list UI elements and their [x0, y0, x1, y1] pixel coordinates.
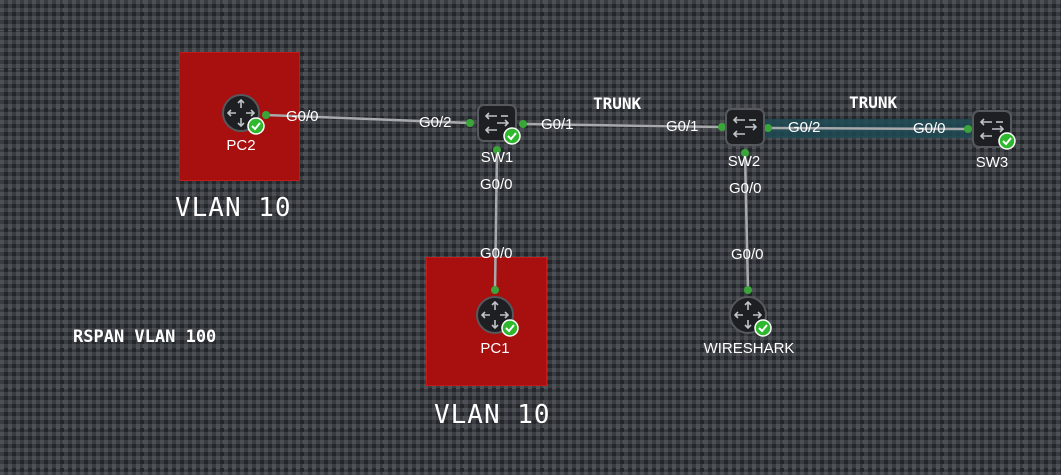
- link-sw1-pc1: [493, 149, 499, 291]
- trunk-label-sw1-sw2: TRUNK: [593, 94, 642, 113]
- vlan-label-pc1: VLAN 10: [434, 400, 551, 430]
- check-badge-icon: [503, 127, 521, 145]
- port-label-sw3-g00: G0/0: [913, 120, 946, 137]
- rspan-note: RSPAN VLAN 100: [73, 327, 217, 347]
- port-label-wireshark-g00: G0/0: [731, 246, 764, 263]
- port-dot-pc1: [491, 286, 499, 294]
- check-badge-icon: [754, 319, 772, 337]
- check-badge-icon: [501, 319, 519, 337]
- port-dot-pc2: [262, 111, 270, 119]
- router-icon: [476, 296, 519, 337]
- port-label-sw1-g01: G0/1: [541, 116, 574, 133]
- port-label-pc2-g00: G0/0: [286, 108, 319, 125]
- node-label-sw1: SW1: [480, 149, 514, 166]
- port-label-sw2-g01: G0/1: [666, 118, 699, 135]
- switch-icon: [725, 108, 765, 146]
- node-wireshark[interactable]: [729, 296, 775, 347]
- port-dot-sw2-g00: [741, 149, 749, 157]
- node-label-sw3: SW3: [975, 154, 1009, 171]
- node-pc1[interactable]: [476, 296, 522, 347]
- port-label-sw2-g02: G0/2: [788, 119, 821, 136]
- node-label-wireshark: WIRESHARK: [703, 340, 795, 357]
- switch-icon: [972, 110, 1016, 150]
- port-label-pc1-g00: G0/0: [480, 245, 513, 262]
- port-label-sw1-g00: G0/0: [480, 176, 513, 193]
- link-pc2-sw1: [265, 113, 471, 125]
- node-pc2[interactable]: [222, 94, 268, 145]
- link-sw2-wireshark: [743, 152, 750, 291]
- port-dot-sw1-g00: [493, 146, 501, 154]
- port-label-sw1-g02: G0/2: [419, 114, 452, 131]
- port-dot-wireshark: [744, 286, 752, 294]
- port-dot-sw2-g01: [718, 123, 726, 131]
- node-sw3[interactable]: [972, 110, 1018, 159]
- port-dot-sw3-g00: [964, 125, 972, 133]
- vlan-label-pc2: VLAN 10: [175, 193, 292, 223]
- node-sw1[interactable]: [477, 104, 523, 153]
- check-badge-icon: [998, 132, 1016, 150]
- port-dot-sw1-g01: [519, 120, 527, 128]
- check-badge-icon: [247, 117, 265, 135]
- node-label-sw2: SW2: [727, 153, 761, 170]
- link-sw2-sw3: [767, 126, 969, 131]
- node-label-pc1: PC1: [480, 340, 510, 357]
- router-icon: [222, 94, 265, 135]
- switch-icon: [477, 104, 521, 145]
- port-label-sw2-g00: G0/0: [729, 180, 762, 197]
- router-icon: [729, 296, 772, 337]
- node-sw2[interactable]: [725, 108, 771, 157]
- port-dot-sw2-g02: [764, 124, 772, 132]
- link-sw1-sw2: [522, 122, 723, 129]
- node-label-pc2: PC2: [226, 137, 256, 154]
- port-dot-sw1-g02: [466, 119, 474, 127]
- trunk-label-sw2-sw3: TRUNK: [849, 93, 898, 112]
